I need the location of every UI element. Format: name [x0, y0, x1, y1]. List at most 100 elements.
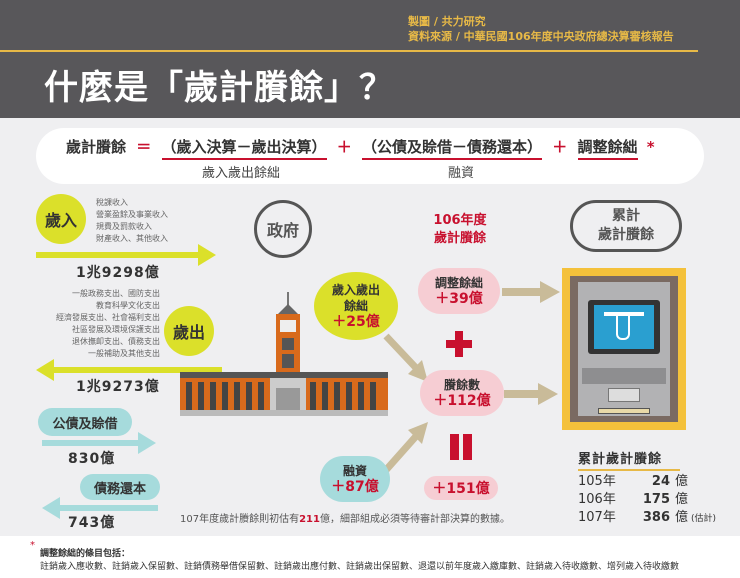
revenue-item: 稅課收入	[96, 198, 128, 207]
formula-sub-balance: 歲入歲出餘絀	[202, 166, 281, 181]
financing-value: ＋87億	[331, 479, 379, 495]
star-icon: *	[30, 540, 35, 551]
expenditure-item: 教育科學文化支出	[96, 301, 160, 310]
balance-label: 歲入歲出	[331, 283, 380, 297]
formula-term-balance: （歲入決算－歲出決算）	[161, 136, 327, 160]
repay-pill: 債務還本	[80, 474, 160, 500]
note-text: 億，細部組成必須等待審計部決算的數據。	[319, 514, 510, 525]
adjust-value: ＋39億	[435, 291, 483, 307]
expenditure-items: 一般政務支出、國防支出 教育科學文化支出 經濟發展支出、社會福利支出 社區發展及…	[42, 288, 160, 360]
building-illustration	[180, 292, 388, 416]
arrow-right-icon	[198, 244, 216, 266]
atm-illustration	[562, 268, 686, 430]
financing-label: 融資	[342, 464, 367, 478]
plus-sign: ＋	[552, 138, 568, 156]
fy106-year: 106年度	[433, 213, 487, 228]
credit-source: 資料來源 / 中華民國106年度中央政府總決算審核報告	[408, 30, 674, 43]
row-year: 107年	[578, 510, 616, 525]
formula-term-adjust: 調整餘絀	[577, 136, 638, 160]
formula-sub-financing: 融資	[448, 166, 475, 181]
surplus-label: 賸餘數	[443, 378, 480, 392]
balance-blob: 歲入歲出 餘絀 ＋25億	[314, 272, 398, 340]
total-value: ＋151億	[432, 481, 490, 497]
hand-card-icon	[616, 316, 630, 340]
adjust-blob: 調整餘絀 ＋39億	[418, 268, 500, 314]
page-title: 什麼是「歲計賸餘」？	[44, 68, 394, 108]
converging-arrows	[383, 333, 428, 473]
equals-sign: ＝	[136, 138, 152, 156]
star-icon: *	[646, 138, 655, 156]
cash-slot-icon	[598, 408, 650, 414]
row-unit: 億	[675, 510, 689, 525]
expenditure-item: 一般政務支出、國防支出	[72, 289, 160, 298]
adjust-label: 調整餘絀	[434, 276, 483, 290]
fy106-title: 106年度 歲計賸餘	[420, 212, 500, 248]
bonds-arrow	[42, 440, 140, 446]
adjust-arrow	[502, 288, 542, 296]
plus-sign: ＋	[336, 138, 352, 156]
balance-value: ＋25億	[332, 314, 380, 330]
row-value: 24	[651, 474, 670, 489]
formula-term-financing: （公債及賒借－債務還本）	[362, 136, 543, 160]
surplus-arrow	[504, 390, 540, 398]
bonds-amount: 830億	[68, 451, 116, 467]
footnote-text: 註銷歲入應收數、註銷歲入保留數、註銷債務舉借保留數、註銷歲出應付數、註銷歲出保留…	[40, 562, 680, 572]
fy107-note: 107年度歲計賸餘則初估有211億，細部組成必須等待審計部決算的數據。	[180, 510, 510, 525]
cumulative-table-title: 累計歲計賸餘	[578, 448, 680, 471]
credit-producer: 製圖 / 共力研究	[408, 15, 486, 28]
total-pill: ＋151億	[424, 476, 498, 500]
equals-icon	[463, 434, 472, 460]
expenditure-item: 一般補助及其他支出	[88, 349, 160, 358]
expenditure-arrow	[52, 367, 222, 373]
balance-label: 餘絀	[343, 299, 368, 313]
arrow-right-icon	[138, 432, 156, 454]
atm-slot-panel	[582, 368, 666, 384]
footnote-title: 調整餘絀的條目包括：	[40, 549, 131, 559]
cumulative-title-line: 累計	[612, 208, 640, 224]
row-unit: 億	[675, 492, 689, 507]
expenditure-circle: 歲出	[164, 306, 214, 356]
revenue-item: 營業盈餘及事業收入	[96, 210, 168, 219]
arrow-left-icon	[42, 497, 60, 519]
table-row: 107年 386 億(估計)	[578, 506, 716, 525]
government-circle: 政府	[254, 200, 312, 258]
formula-lhs: 歲計賸餘	[66, 138, 127, 156]
fy106-label: 歲計賸餘	[433, 231, 486, 246]
arrow-right-icon	[540, 281, 560, 303]
repay-amount: 743億	[68, 515, 116, 531]
credits: 製圖 / 共力研究 資料來源 / 中華民國106年度中央政府總決算審核報告	[408, 14, 674, 44]
equals-icon	[450, 434, 459, 460]
table-row: 106年 175 億	[578, 488, 688, 507]
arrow-right-icon	[538, 383, 558, 405]
keypad-icon	[608, 388, 640, 402]
note-text: 107年度歲計賸餘則初估有	[180, 514, 300, 525]
revenue-arrow	[36, 252, 200, 258]
cumulative-title-line: 歲計賸餘	[598, 227, 654, 243]
expenditure-item: 退休撫卹支出、債務支出	[72, 337, 160, 346]
surplus-blob: 賸餘數 ＋112億	[420, 370, 504, 416]
formula-box: 歲計賸餘 ＝ （歲入決算－歲出決算） ＋ （公債及賒借－債務還本） ＋ 調整餘絀…	[36, 128, 704, 184]
revenue-amount: 1兆9298億	[76, 265, 160, 281]
financing-blob: 融資 ＋87億	[320, 456, 390, 502]
row-unit: 億	[675, 474, 689, 489]
row-year: 106年	[578, 492, 616, 507]
expenditure-amount: 1兆9273億	[76, 379, 160, 395]
revenue-circle: 歲入	[36, 194, 86, 244]
card-slot-icon	[604, 312, 644, 316]
revenue-item: 財產收入、其他收入	[96, 234, 168, 243]
row-note: (估計)	[691, 514, 717, 524]
row-year: 105年	[578, 474, 616, 489]
table-row: 105年 24 億	[578, 470, 688, 489]
bonds-pill: 公債及賒借	[38, 408, 132, 436]
revenue-item: 規費及罰款收入	[96, 222, 152, 231]
row-value: 386	[642, 510, 670, 525]
header-banner: 製圖 / 共力研究 資料來源 / 中華民國106年度中央政府總決算審核報告 什麼…	[0, 0, 740, 118]
surplus-value: ＋112億	[433, 393, 491, 409]
cumulative-title: 累計 歲計賸餘	[570, 200, 682, 252]
arrow-left-icon	[36, 359, 54, 381]
divider	[0, 50, 698, 52]
row-value: 175	[642, 492, 670, 507]
footnote-area	[0, 536, 740, 578]
revenue-items: 稅課收入 營業盈餘及事業收入 規費及罰款收入 財產收入、其他收入	[96, 197, 168, 245]
repay-arrow	[58, 505, 158, 511]
